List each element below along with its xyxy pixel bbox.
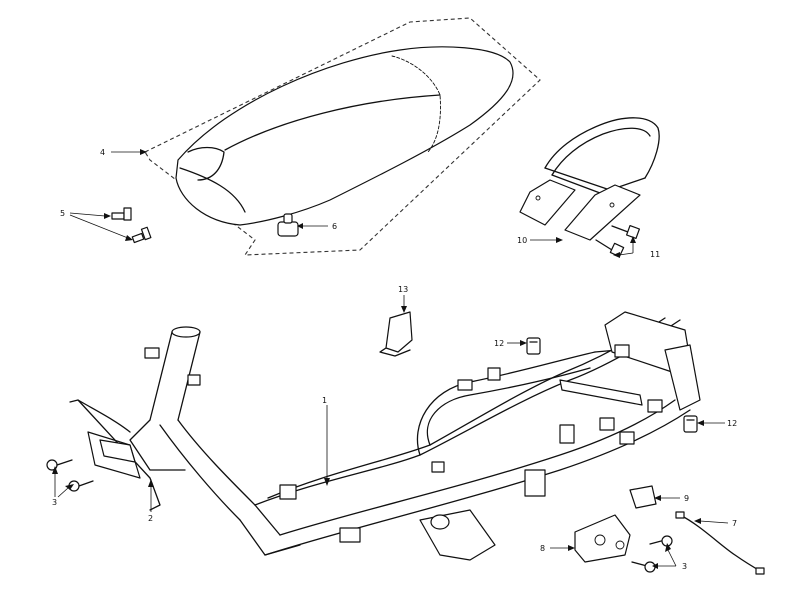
callout-10: 10: [517, 236, 527, 245]
bracket-part-13: [379, 311, 413, 357]
seat: [144, 17, 541, 256]
bracket-part-8: [574, 514, 631, 563]
callout-3-left: 3: [52, 498, 57, 507]
callout-7: 7: [732, 519, 737, 528]
callout-1: 1: [322, 396, 327, 405]
callout-8: 8: [540, 544, 545, 553]
callout-labels: 1 2 3 3 4 5 6 7 8 9 10 11 12 12 13: [52, 148, 737, 571]
leader-lines: [52, 149, 729, 569]
stopper-part-6: [277, 213, 299, 237]
clip-part-9: [629, 485, 657, 509]
callout-3-right: 3: [682, 562, 687, 571]
callout-6: 6: [332, 222, 337, 231]
bolts-part-3-left: [46, 459, 94, 492]
bolts-part-3-right: [631, 535, 673, 573]
callout-4: 4: [100, 148, 105, 157]
clip-part-12-top: [526, 337, 541, 355]
clip-part-12-right: [683, 415, 698, 433]
bolts-part-5: [111, 207, 152, 244]
cable-part-7: [675, 511, 765, 575]
bracket-part-2: [99, 439, 136, 463]
callout-13: 13: [398, 285, 408, 294]
rear-carrier-part-10: [519, 117, 660, 241]
callout-9: 9: [684, 494, 689, 503]
callout-12-right: 12: [727, 419, 737, 428]
callout-2: 2: [148, 514, 153, 523]
screws-part-11: [595, 224, 641, 258]
callout-12-top: 12: [494, 339, 504, 348]
callout-5: 5: [60, 209, 65, 218]
main-frame-part-1: [69, 311, 701, 561]
callout-11: 11: [650, 250, 660, 259]
